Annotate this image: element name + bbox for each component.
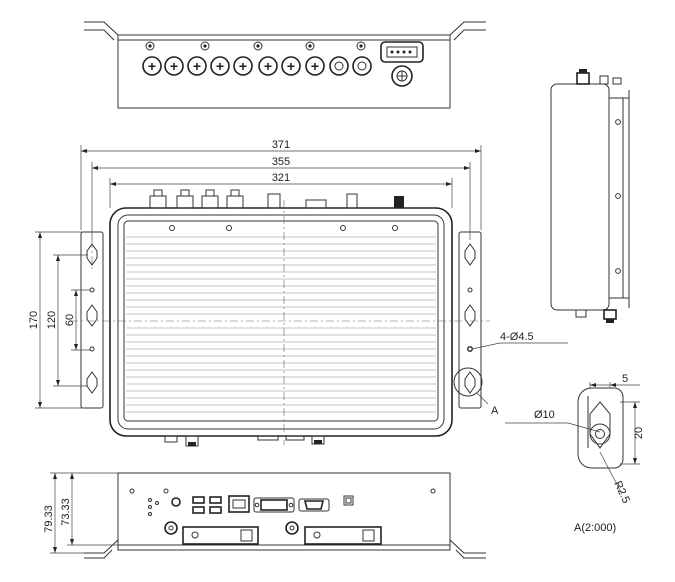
svg-text:+: + <box>170 58 178 74</box>
drive-bays <box>164 521 382 545</box>
indicator-holes <box>145 41 366 51</box>
usb-ports <box>192 496 222 514</box>
svg-text:+: + <box>193 58 201 74</box>
side-view <box>550 69 630 323</box>
dim-355: 355 <box>272 156 290 168</box>
left-mount-slots <box>86 240 98 394</box>
front-dimensions: 371 355 321 170 120 60 4-Ø4.5 <box>28 139 568 417</box>
dim-120: 120 <box>46 311 58 329</box>
svg-text:+: + <box>148 58 156 74</box>
m12-connector-row: + + + + + + + + <box>142 56 372 76</box>
top-view: + + + + + + + + <box>84 21 486 109</box>
svg-text:+: + <box>287 58 295 74</box>
dim-371: 371 <box>272 139 290 151</box>
dim-60: 60 <box>64 314 76 326</box>
dim-79-33: 79.33 <box>43 505 55 533</box>
heatsink-fins <box>126 236 436 413</box>
front-view <box>70 189 490 447</box>
bottom-edge-connectors <box>164 435 325 447</box>
dim-170: 170 <box>28 311 40 329</box>
detail-dim-diameter: Ø10 <box>534 409 555 421</box>
dim-mount-holes: 4-Ø4.5 <box>500 331 534 343</box>
detail-dim-5: 5 <box>622 373 628 385</box>
dim-73-33: 73.33 <box>60 498 72 526</box>
svg-text:+: + <box>311 58 319 74</box>
dvi-port <box>253 497 295 513</box>
right-mount-slots <box>453 243 483 397</box>
detail-a: 5 20 Ø10 R2.5 A(2:000) <box>505 373 645 534</box>
svg-text:+: + <box>239 58 247 74</box>
svg-text:+: + <box>264 58 272 74</box>
power-terminal <box>380 41 424 87</box>
detail-callout-a: A <box>491 405 499 417</box>
detail-scale-caption: A(2:000) <box>574 522 616 534</box>
svg-text:+: + <box>216 58 224 74</box>
dim-321: 321 <box>272 172 290 184</box>
detail-dim-20: 20 <box>633 427 645 439</box>
detail-dim-radius: R2.5 <box>611 479 632 505</box>
serial-port <box>298 498 330 512</box>
bottom-view: 79.33 73.33 <box>43 472 486 559</box>
top-edge-connectors <box>149 189 404 209</box>
